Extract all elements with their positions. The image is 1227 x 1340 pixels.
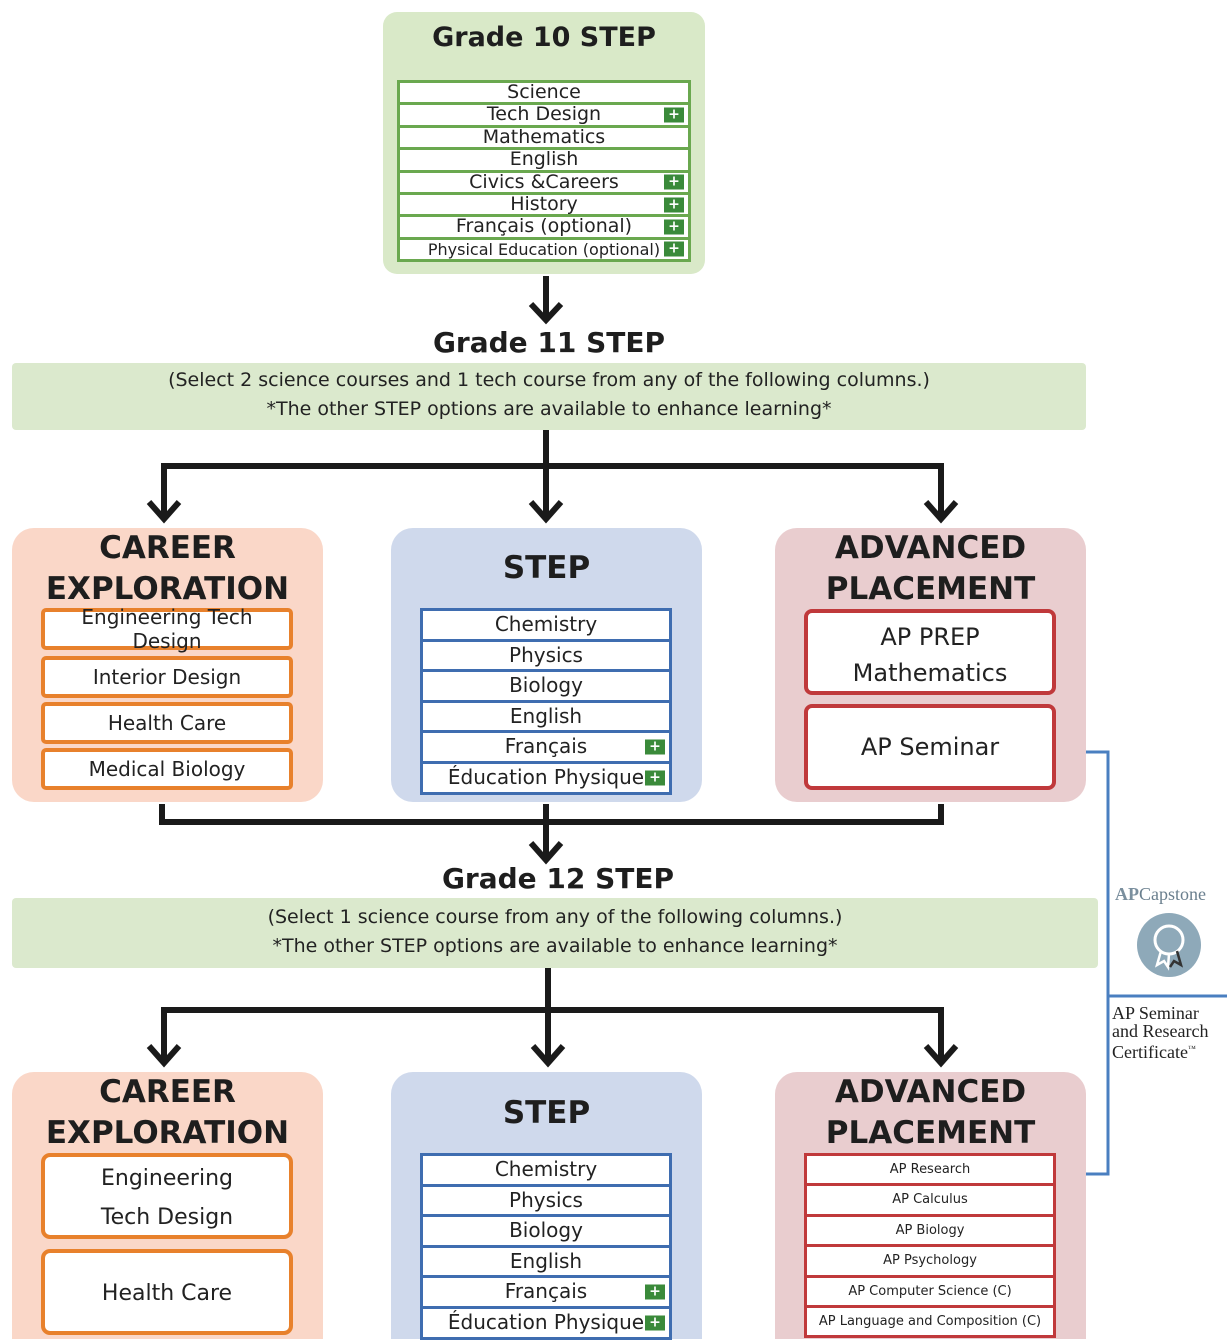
cert-line2: and Research bbox=[1112, 1021, 1209, 1041]
grade12-note-line2: *The other STEP options are available to… bbox=[272, 935, 838, 957]
grade11-step-item: Biology bbox=[423, 672, 669, 700]
grade11-career-item: Medical Biology bbox=[41, 748, 293, 790]
arrowhead-g11-step bbox=[528, 500, 564, 524]
plus-icon: + bbox=[645, 770, 665, 786]
cert-line3: Certificate™ bbox=[1112, 1042, 1196, 1062]
grade12-career-eng-box: Engineering Tech Design bbox=[41, 1153, 293, 1239]
grade11-step-item: Éducation Physique+ bbox=[423, 763, 669, 792]
grade11-note-banner: (Select 2 science courses and 1 tech cou… bbox=[12, 363, 1086, 430]
grade11-ap-prep-box: AP PREP Mathematics bbox=[804, 609, 1056, 695]
grade10-course-list: Science Tech Design+ Mathematics English… bbox=[397, 80, 691, 263]
arrowhead-g12-ap bbox=[923, 1044, 959, 1068]
grade11-step-list: Chemistry Physics Biology English França… bbox=[420, 608, 672, 795]
arrow-g11-split bbox=[161, 463, 944, 518]
grade12-step-list: Chemistry Physics Biology English França… bbox=[420, 1153, 672, 1340]
grade12-ap-list: AP Research AP Calculus AP Biology AP Ps… bbox=[804, 1153, 1056, 1339]
grade10-course-science: Science bbox=[400, 83, 688, 103]
grade12-ap-title: ADVANCED PLACEMENT bbox=[775, 1072, 1086, 1154]
grade11-step-item: Français+ bbox=[423, 733, 669, 761]
grade12-career-title: CAREER EXPLORATION bbox=[12, 1072, 323, 1154]
grade11-career-title-line2: EXPLORATION bbox=[45, 571, 290, 607]
grade12-ap-item: AP Calculus bbox=[807, 1186, 1053, 1214]
plus-icon: + bbox=[664, 174, 684, 190]
grade12-step-item: Physics bbox=[423, 1186, 669, 1215]
capstone-certificate-label: AP Seminar and Research Certificate™ bbox=[1112, 1004, 1227, 1061]
grade10-course-english: English bbox=[400, 150, 688, 170]
grade11-ap-title: ADVANCED PLACEMENT bbox=[775, 528, 1086, 610]
grade11-title: Grade 11 STEP bbox=[432, 326, 666, 359]
arrowhead-g11-ap bbox=[923, 500, 959, 524]
plus-icon: + bbox=[664, 107, 684, 123]
cert-line1: AP Seminar bbox=[1112, 1003, 1199, 1023]
grade11-career-item: Health Care bbox=[41, 702, 293, 744]
grade12-step-item: Biology bbox=[423, 1217, 669, 1245]
grade12-ap-title-line1: ADVANCED bbox=[834, 1074, 1027, 1110]
arrowhead-g12-career bbox=[146, 1044, 182, 1068]
grade12-career-health-box: Health Care bbox=[41, 1249, 293, 1335]
grade12-ap-title-line2: PLACEMENT bbox=[825, 1115, 1036, 1151]
grade11-step-item: Physics bbox=[423, 641, 669, 670]
award-ribbon-icon bbox=[1137, 913, 1201, 977]
grade11-note-line2: *The other STEP options are available to… bbox=[266, 398, 832, 420]
ap-prep-line1: AP PREP bbox=[880, 623, 980, 651]
grade11-ap-title-line1: ADVANCED bbox=[834, 530, 1027, 566]
grade10-course-francais: Français (optional)+ bbox=[400, 217, 688, 237]
eng-line2: Tech Design bbox=[100, 1205, 234, 1230]
grade11-career-item: Interior Design bbox=[41, 656, 293, 698]
grade12-note-line1: (Select 1 science course from any of the… bbox=[267, 906, 843, 928]
grade12-ap-item: AP Biology bbox=[807, 1216, 1053, 1245]
grade11-note-line1: (Select 2 science courses and 1 tech cou… bbox=[168, 369, 930, 391]
grade12-step-item: Français+ bbox=[423, 1278, 669, 1306]
grade12-step-title: STEP bbox=[502, 1095, 591, 1131]
arrow-g11-merge bbox=[159, 804, 944, 825]
arrowhead-merge-g12 bbox=[528, 841, 564, 865]
grade12-step-item: Chemistry bbox=[423, 1156, 669, 1184]
grade12-step-item: Éducation Physique+ bbox=[423, 1308, 669, 1337]
arrowhead-g11-career bbox=[146, 500, 182, 524]
ap-prep-line2: Mathematics bbox=[852, 659, 1008, 687]
grade11-career-title: CAREER EXPLORATION bbox=[12, 528, 323, 610]
grade12-ap-item: AP Psychology bbox=[807, 1247, 1053, 1275]
grade10-course-phys-ed: Physical Education (optional)+ bbox=[400, 239, 688, 260]
grade11-ap-title-line2: PLACEMENT bbox=[825, 571, 1036, 607]
grade11-step-item: Chemistry bbox=[423, 611, 669, 639]
arrow-g12-split bbox=[161, 1007, 944, 1062]
grade12-ap-item: AP Language and Composition (C) bbox=[807, 1307, 1053, 1336]
eng-line1: Engineering bbox=[101, 1166, 233, 1191]
grade11-step-title: STEP bbox=[502, 550, 591, 586]
grade12-career-title-line2: EXPLORATION bbox=[45, 1115, 290, 1151]
ap-capstone-logo: APCapstone bbox=[1115, 884, 1206, 904]
grade11-step-item: English bbox=[423, 702, 669, 731]
grade12-step-item: English bbox=[423, 1247, 669, 1276]
grade12-title: Grade 12 STEP bbox=[441, 862, 675, 895]
plus-icon: + bbox=[645, 739, 665, 755]
grade12-ap-item: AP Research bbox=[807, 1156, 1053, 1184]
grade11-career-title-line1: CAREER bbox=[99, 530, 236, 566]
grade10-course-civics-careers: Civics &Careers+ bbox=[400, 172, 688, 192]
grade11-ap-seminar-box: AP Seminar bbox=[804, 704, 1056, 790]
plus-icon: + bbox=[664, 197, 684, 213]
grade12-note-banner: (Select 1 science course from any of the… bbox=[12, 898, 1098, 968]
plus-icon: + bbox=[664, 241, 684, 257]
grade11-career-item: Engineering Tech Design bbox=[41, 605, 293, 653]
arrowhead-g12-step bbox=[530, 1044, 566, 1068]
grade10-course-mathematics: Mathematics bbox=[400, 127, 688, 148]
grade12-career-title-line1: CAREER bbox=[99, 1074, 236, 1110]
grade12-ap-item: AP Computer Science (C) bbox=[807, 1277, 1053, 1305]
grade10-course-history: History+ bbox=[400, 194, 688, 215]
grade10-course-tech-design: Tech Design+ bbox=[400, 105, 688, 125]
plus-icon: + bbox=[645, 1284, 665, 1300]
grade10-title: Grade 10 STEP bbox=[432, 22, 656, 53]
arrowhead-g10-g11 bbox=[528, 301, 564, 325]
plus-icon: + bbox=[664, 219, 684, 235]
plus-icon: + bbox=[645, 1315, 665, 1331]
